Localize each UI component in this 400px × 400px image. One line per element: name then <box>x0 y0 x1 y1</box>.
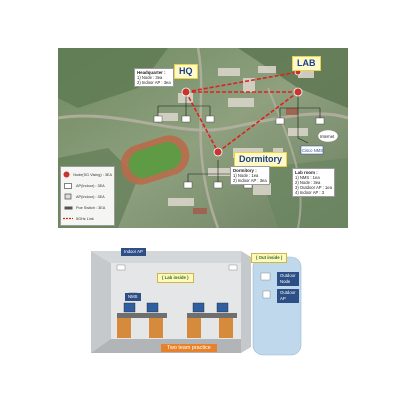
outdoor-ap-label: Outdoor AP <box>277 289 299 303</box>
hq-note: Headquarter : 1) Node : 3ea 2) Indoor AP… <box>134 68 174 87</box>
switch-icon <box>63 206 73 210</box>
lab-tag: LAB <box>292 56 321 71</box>
wireless-links <box>185 71 299 153</box>
dorm-note-line: 1) Node : 1ea <box>233 173 259 178</box>
hq-note-line: 2) Indoor AP : 3ea <box>137 80 171 85</box>
hq-tag: HQ <box>174 64 198 79</box>
lab-note-title: Lab room : <box>295 170 318 175</box>
dormitory-tag: Dormitory <box>234 152 288 167</box>
legend-row: AP(Indoor) : 3EA <box>63 180 112 191</box>
two-team-practice-label: Two team practice <box>161 344 217 352</box>
link-icon <box>63 217 73 220</box>
hq-note-title: Headquarter : <box>137 70 166 75</box>
legend-row: AP(Indoor) : 3EA <box>63 191 112 202</box>
lab-room: Indoor AP ( Lab inside ) ( Out inside ) … <box>91 243 307 361</box>
dorm-note-title: Dormitory : <box>233 168 257 173</box>
ap-indoor-icon <box>63 182 73 189</box>
out-inside-label: ( Out inside ) <box>251 253 288 263</box>
internet-label: Internet <box>320 134 335 139</box>
left-desks <box>117 302 167 338</box>
dormitory-note: Dormitory : 1) Node : 1ea 2) Indoor AP :… <box>230 166 270 185</box>
nms-label: Cisco NMS <box>302 148 323 153</box>
map-legend: Node(SG Vising) : 3EA AP(Indoor) : 3EA A… <box>60 166 115 226</box>
network-map: HQ LAB Dormitory Headquarter : 1) Node :… <box>58 48 348 228</box>
lab-note-line: 1) NMS : 1ea <box>295 175 320 180</box>
lab-note-line: 2) Node : 3ea <box>295 180 321 185</box>
nms-device <box>300 145 324 155</box>
node-markers <box>181 68 303 157</box>
indoor-ap-label: Indoor AP <box>121 248 146 256</box>
legend-text: Node(SG Vising) : 3EA <box>73 172 112 177</box>
legend-text: AP(Indoor) : 3EA <box>76 194 105 199</box>
legend-text: 5GHz Link <box>76 216 94 221</box>
outdoor-node-label: Outdoor Node <box>277 272 299 286</box>
legend-text: Poe Switch : 3EA <box>76 205 106 210</box>
sports-field <box>120 135 190 185</box>
legend-row: 5GHz Link <box>63 213 112 224</box>
hq-note-line: 1) Node : 3ea <box>137 75 163 80</box>
dorm-note-line: 2) Indoor AP : 3ea <box>233 178 267 183</box>
lab-inside-label: ( Lab inside ) <box>157 273 194 283</box>
right-desks <box>187 302 237 338</box>
lab-note: Lab room : 1) NMS : 1ea 2) Node : 3ea 3)… <box>292 168 335 197</box>
node-icon <box>63 171 70 178</box>
legend-row: Node(SG Vising) : 3EA <box>63 169 112 180</box>
internet-cloud <box>317 129 339 143</box>
lab-note-line: 4) Indoor AP : 3 <box>295 190 325 195</box>
legend-row: Poe Switch : 3EA <box>63 202 112 213</box>
lab-note-line: 3) Outdoor AP : 1ea <box>295 185 332 190</box>
nms-label: NMS <box>125 293 141 301</box>
legend-text: AP(Indoor) : 3EA <box>76 183 105 188</box>
ap-outdoor-icon <box>63 193 73 200</box>
